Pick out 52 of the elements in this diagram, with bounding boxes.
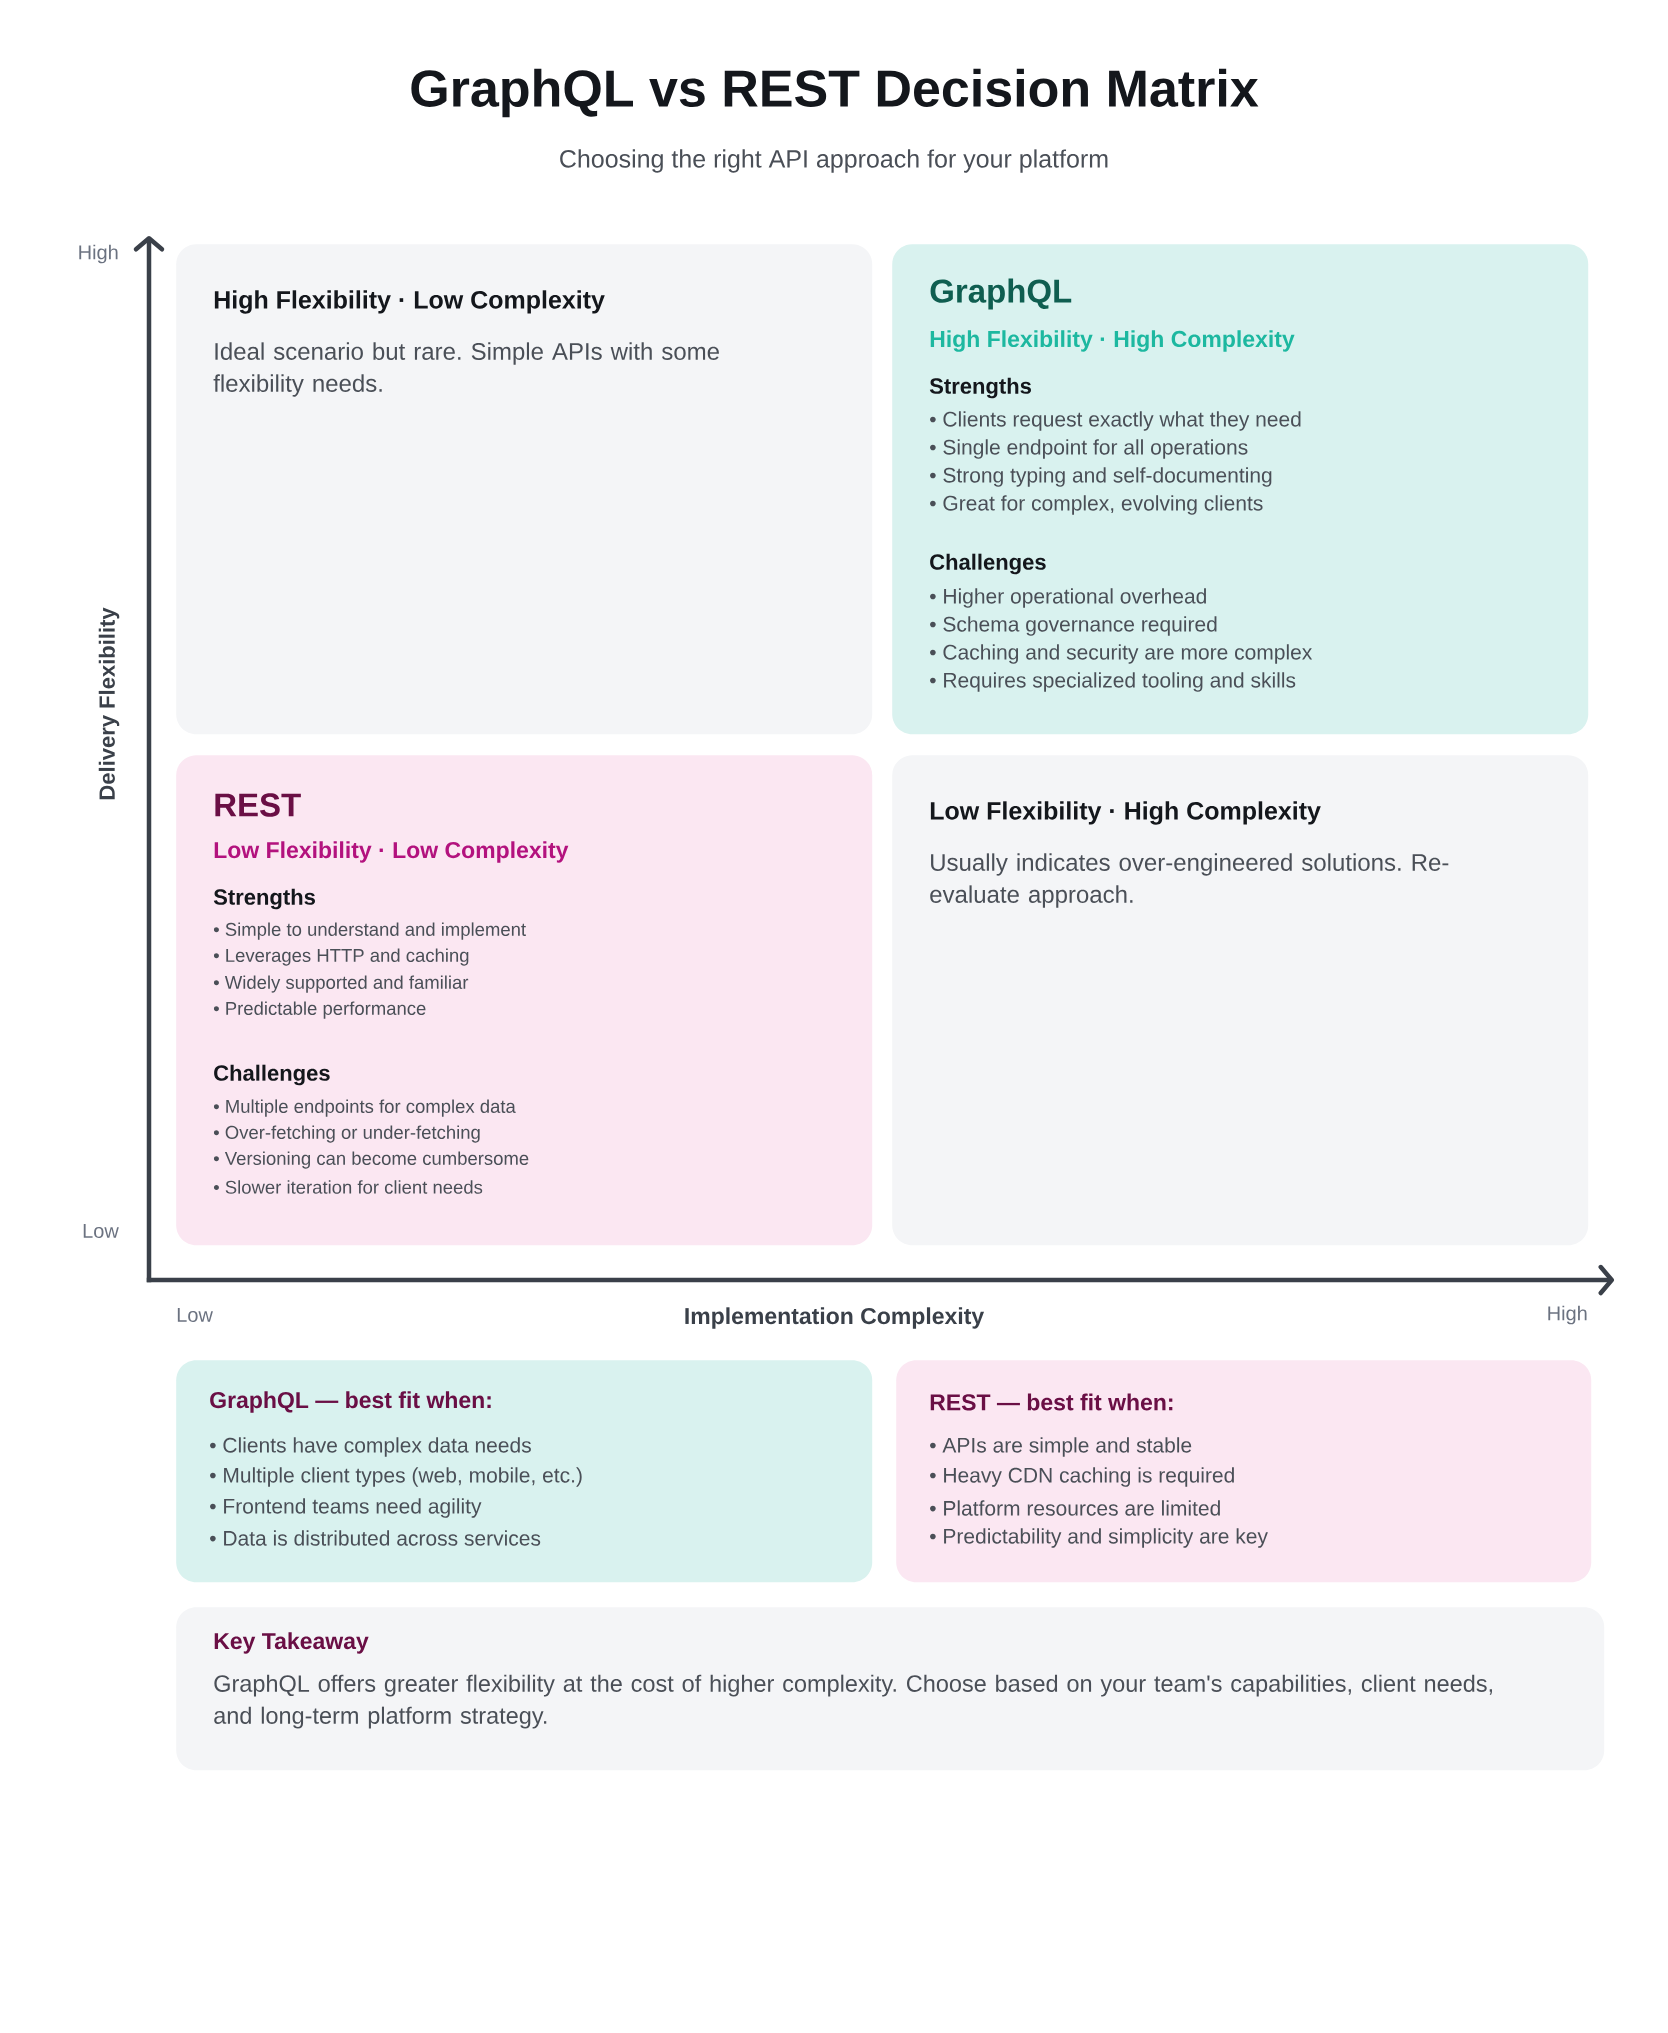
bullet-item: • Simple to understand and implement: [213, 922, 526, 940]
bullet-item: • Predictable performance: [213, 1001, 426, 1019]
info-card: [176, 1360, 873, 1583]
bullet-item: • Caching and security are more complex: [930, 644, 1313, 664]
bullet-item: • Clients have complex data needs: [210, 1437, 531, 1457]
page-title: GraphQL vs REST Decision Matrix: [411, 68, 1259, 118]
card-title: GraphQL: [930, 278, 1072, 310]
subtitle: Choosing the right API approach for your platform: [560, 149, 1108, 173]
card-title: REST: [215, 793, 301, 817]
bullet-item: • Schema governance required: [930, 616, 1217, 636]
scale-label: Low: [177, 1308, 213, 1322]
card-heading: High Flexibility · Low Complexity: [214, 290, 605, 314]
section-heading: Challenges: [214, 1064, 330, 1086]
axis-title: Delivery Flexibility: [98, 607, 120, 800]
bullet-item: • Slower iteration for client needs: [213, 1180, 483, 1194]
card-subtitle: Low Flexibility · Low Complexity: [214, 841, 569, 863]
bullet-item: • APIs are simple and stable: [930, 1437, 1192, 1457]
bullet-item: • Data is distributed across services: [210, 1530, 541, 1546]
bullet-item: • Heavy CDN caching is required: [930, 1467, 1234, 1487]
card-heading: Low Flexibility · High Complexity: [930, 801, 1321, 825]
bullet-item: • Great for complex, evolving clients: [930, 495, 1263, 515]
bullet-item: • Multiple endpoints for complex data: [213, 1099, 516, 1117]
section-heading: Challenges: [930, 553, 1046, 575]
scale-label: High: [1548, 1305, 1587, 1325]
quadrant-card: [892, 244, 1589, 735]
bullet-item: • Widely supported and familiar: [213, 975, 469, 993]
description: GraphQL offers greater flexibility at the cost of higher complexity. Choose based on your team's capabilities, client needs, and long-term platform strategy.: [214, 1674, 1492, 1729]
card-heading: Key Takeaway: [214, 1632, 369, 1654]
bullet-item: • Leverages HTTP and caching: [213, 948, 469, 966]
card-heading: GraphQL — best fit when:: [210, 1391, 491, 1413]
card-subtitle: High Flexibility · High Complexity: [930, 330, 1295, 352]
bullet-item: • Versioning can become cumbersome: [213, 1151, 529, 1169]
bullet-item: • Multiple client types (web, mobile, etc.): [210, 1467, 582, 1487]
bullet-item: • Platform resources are limited: [930, 1500, 1220, 1516]
bullet-item: • Single endpoint for all operations: [930, 439, 1248, 459]
axis-title: Implementation Complexity: [685, 1307, 985, 1329]
bullet-item: • Requires specialized tooling and skills: [930, 672, 1296, 692]
bullet-item: • Strong typing and self-documenting: [930, 467, 1272, 487]
bullet-item: • Frontend teams need agility: [210, 1498, 482, 1518]
bullet-item: • Predictability and simplicity are key: [930, 1528, 1268, 1548]
bullet-item: • Clients request exactly what they need: [930, 411, 1301, 431]
section-heading: Strengths: [213, 888, 315, 910]
section-heading: Strengths: [929, 377, 1031, 399]
scale-label: Low: [83, 1224, 119, 1238]
description: Ideal scenario but rare. Simple APIs with some flexibility needs.: [213, 342, 719, 397]
scale-label: High: [79, 244, 118, 264]
description: Usually indicates over-engineered solutions. Re-evaluate approach.: [930, 853, 1449, 908]
bullet-item: • Over-fetching or under-fetching: [213, 1125, 480, 1143]
info-card: [896, 1360, 1592, 1583]
bullet-item: • Higher operational overhead: [930, 588, 1206, 608]
quadrant-card: [176, 755, 873, 1246]
card-heading: REST — best fit when:: [930, 1393, 1173, 1411]
